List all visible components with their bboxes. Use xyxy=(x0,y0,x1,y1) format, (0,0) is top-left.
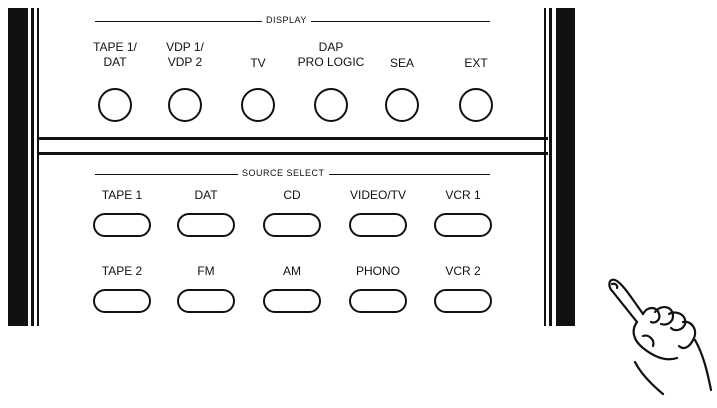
display-tape1-dat-button[interactable] xyxy=(98,88,132,122)
source-label-vcr2: VCR 2 xyxy=(445,264,481,278)
right-frame-rail-inner xyxy=(544,8,546,326)
display-section-title: DISPLAY xyxy=(262,15,311,25)
source-label-fm: FM xyxy=(197,264,215,278)
display-vdp-button[interactable] xyxy=(168,88,202,122)
source-label-tape1: TAPE 1 xyxy=(101,188,143,202)
display-ext-button[interactable] xyxy=(459,88,493,122)
source-vcr1-button[interactable] xyxy=(434,213,492,237)
left-frame-rail-inner xyxy=(37,8,39,326)
source-label-dat: DAT xyxy=(194,188,218,202)
display-label-dap-pro-logic: DAP PRO LOGIC xyxy=(297,40,365,69)
source-select-section-title: SOURCE SELECT xyxy=(238,168,329,178)
source-label-video-tv: VIDEO/TV xyxy=(349,188,406,202)
left-frame-bar xyxy=(8,8,28,326)
source-label-vcr1: VCR 1 xyxy=(445,188,481,202)
source-label-cd: CD xyxy=(283,188,301,202)
display-tv-button[interactable] xyxy=(241,88,275,122)
display-sea-button[interactable] xyxy=(385,88,419,122)
display-label-tv: TV xyxy=(250,56,266,70)
source-label-tape2: TAPE 2 xyxy=(101,264,143,278)
section-divider-bottom xyxy=(38,152,548,155)
display-label-ext: EXT xyxy=(464,56,488,70)
source-label-am: AM xyxy=(283,264,301,278)
display-label-tape1-dat: TAPE 1/ DAT xyxy=(93,40,137,69)
left-frame-rail xyxy=(31,8,34,326)
source-fm-button[interactable] xyxy=(177,289,235,313)
right-frame-rail xyxy=(549,8,552,326)
source-cd-button[interactable] xyxy=(263,213,321,237)
section-divider-top xyxy=(38,137,548,140)
right-frame-bar xyxy=(556,8,575,326)
source-vcr2-button[interactable] xyxy=(434,289,492,313)
source-tape1-button[interactable] xyxy=(93,213,151,237)
source-phono-button[interactable] xyxy=(349,289,407,313)
source-label-phono: PHONO xyxy=(355,264,400,278)
pointing-hand-icon xyxy=(608,278,713,396)
source-dat-button[interactable] xyxy=(177,213,235,237)
source-tape2-button[interactable] xyxy=(93,289,151,313)
display-label-vdp: VDP 1/ VDP 2 xyxy=(166,40,204,69)
display-dap-pro-logic-button[interactable] xyxy=(314,88,348,122)
display-label-sea: SEA xyxy=(389,56,414,70)
source-am-button[interactable] xyxy=(263,289,321,313)
source-video-tv-button[interactable] xyxy=(349,213,407,237)
